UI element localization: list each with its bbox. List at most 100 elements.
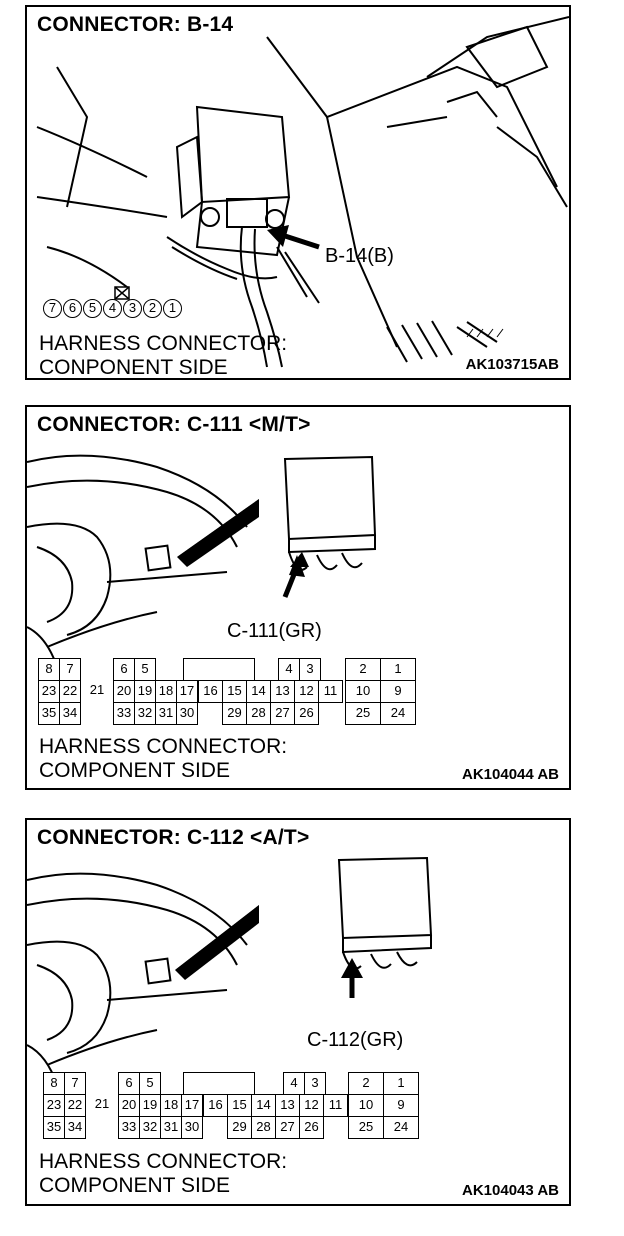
connector-callout-label: C-111(GR) — [227, 620, 322, 642]
pin-2: 2 — [348, 1072, 384, 1095]
pin-10: 10 — [348, 1094, 384, 1117]
pin-34: 34 — [59, 702, 81, 725]
harness-caption: HARNESS CONNECTOR: COMPONENT SIDE — [39, 1150, 287, 1198]
pin-2: 2 — [143, 299, 162, 318]
dashboard-illustration — [27, 454, 377, 668]
pin-blank-block — [183, 658, 255, 681]
connector-callout-label: B-14(B) — [325, 245, 394, 267]
pin-2: 2 — [345, 658, 381, 681]
caption-line-2: CONPONENT SIDE — [39, 356, 228, 379]
figure-code: AK104044 AB — [462, 766, 559, 783]
pin-4: 4 — [103, 299, 122, 318]
pin-24: 24 — [380, 702, 416, 725]
connector-panel-c111: CONNECTOR: C-111 <M/T> C-111(GR) 8 7 6 5… — [25, 405, 571, 790]
pin-3: 3 — [123, 299, 142, 318]
pin-32: 32 — [134, 702, 156, 725]
pin-20: 20 — [113, 680, 135, 703]
caption-line-1: HARNESS CONNECTOR: — [39, 332, 288, 355]
harness-caption: HARNESS CONNECTOR: COMPONENT SIDE — [39, 735, 287, 783]
pin-30: 30 — [176, 702, 198, 725]
pin-3: 3 — [299, 658, 321, 681]
pin-12: 12 — [299, 1094, 324, 1117]
connector-callout-label: C-112(GR) — [307, 1029, 404, 1051]
pin-33: 33 — [113, 702, 135, 725]
caption-line-2: COMPONENT SIDE — [39, 1174, 230, 1197]
figure-code: AK103715AB — [465, 356, 559, 373]
pin-7: 7 — [43, 299, 62, 318]
pin-14: 14 — [246, 680, 271, 703]
pin-30: 30 — [181, 1116, 203, 1139]
pin-17: 17 — [176, 680, 198, 703]
pin-29: 29 — [227, 1116, 252, 1139]
pin-28: 28 — [251, 1116, 276, 1139]
pin-18: 18 — [160, 1094, 182, 1117]
caption-line-2: COMPONENT SIDE — [39, 759, 230, 782]
pin-4: 4 — [283, 1072, 305, 1095]
pin-15: 15 — [227, 1094, 252, 1117]
pin-31: 31 — [160, 1116, 182, 1139]
pin-35: 35 — [38, 702, 60, 725]
pin-16: 16 — [198, 680, 223, 703]
pin-19: 19 — [134, 680, 156, 703]
figure-code: AK104043 AB — [462, 1182, 559, 1199]
pin-9: 9 — [380, 680, 416, 703]
pin-23: 23 — [38, 680, 60, 703]
caption-line-1: HARNESS CONNECTOR: — [39, 1150, 288, 1173]
dashboard-illustration — [27, 856, 433, 1086]
pin-4: 4 — [278, 658, 300, 681]
pin-7: 7 — [59, 658, 81, 681]
harness-caption: HARNESS CONNECTOR: CONPONENT SIDE — [39, 332, 288, 379]
pin-13: 13 — [270, 680, 295, 703]
pin-27: 27 — [270, 702, 295, 725]
pin-14: 14 — [251, 1094, 276, 1117]
pin-25: 25 — [345, 702, 381, 725]
pin-31: 31 — [155, 702, 177, 725]
pin-23: 23 — [43, 1094, 65, 1117]
pin-27: 27 — [275, 1116, 300, 1139]
pin-22: 22 — [59, 680, 81, 703]
pin-29: 29 — [222, 702, 247, 725]
pin-blank-block — [183, 1072, 255, 1095]
pin-24: 24 — [383, 1116, 419, 1139]
pin-11: 11 — [323, 1094, 348, 1117]
pin-9: 9 — [383, 1094, 419, 1117]
pin-21: 21 — [86, 1094, 118, 1117]
pin-33: 33 — [118, 1116, 140, 1139]
panel-title: CONNECTOR: C-111 <M/T> — [37, 413, 311, 436]
pin-5: 5 — [83, 299, 102, 318]
pin-8: 8 — [38, 658, 60, 681]
caption-line-1: HARNESS CONNECTOR: — [39, 735, 288, 758]
panel-title: CONNECTOR: B-14 — [37, 13, 234, 36]
pin-10: 10 — [345, 680, 381, 703]
pin-35: 35 — [43, 1116, 65, 1139]
pin-20: 20 — [118, 1094, 140, 1117]
pin-6: 6 — [63, 299, 82, 318]
pin-22: 22 — [64, 1094, 86, 1117]
pin-34: 34 — [64, 1116, 86, 1139]
panel-title: CONNECTOR: C-112 <A/T> — [37, 826, 310, 849]
pin-8: 8 — [43, 1072, 65, 1095]
pin-5: 5 — [139, 1072, 161, 1095]
pin-12: 12 — [294, 680, 319, 703]
pin-1: 1 — [383, 1072, 419, 1095]
pin-32: 32 — [139, 1116, 161, 1139]
engine-bay-illustration — [36, 16, 569, 368]
pin-13: 13 — [275, 1094, 300, 1117]
connector-panel-b14: CONNECTOR: B-14 B-14(B) 7 6 5 4 3 2 1 HA… — [25, 5, 571, 380]
round-pin-strip: 7 6 5 4 3 2 1 — [43, 299, 183, 318]
pin-7: 7 — [64, 1072, 86, 1095]
pin-1: 1 — [163, 299, 182, 318]
pin-1: 1 — [380, 658, 416, 681]
pin-3: 3 — [304, 1072, 326, 1095]
pin-19: 19 — [139, 1094, 161, 1117]
pin-11: 11 — [318, 680, 343, 703]
pin-28: 28 — [246, 702, 271, 725]
pin-17: 17 — [181, 1094, 203, 1117]
pin-21: 21 — [81, 680, 113, 703]
pin-16: 16 — [203, 1094, 228, 1117]
connector-panel-c112: CONNECTOR: C-112 <A/T> C-112(GR) 8 7 6 5… — [25, 818, 571, 1206]
pin-18: 18 — [155, 680, 177, 703]
pin-26: 26 — [294, 702, 319, 725]
pin-26: 26 — [299, 1116, 324, 1139]
pin-6: 6 — [113, 658, 135, 681]
